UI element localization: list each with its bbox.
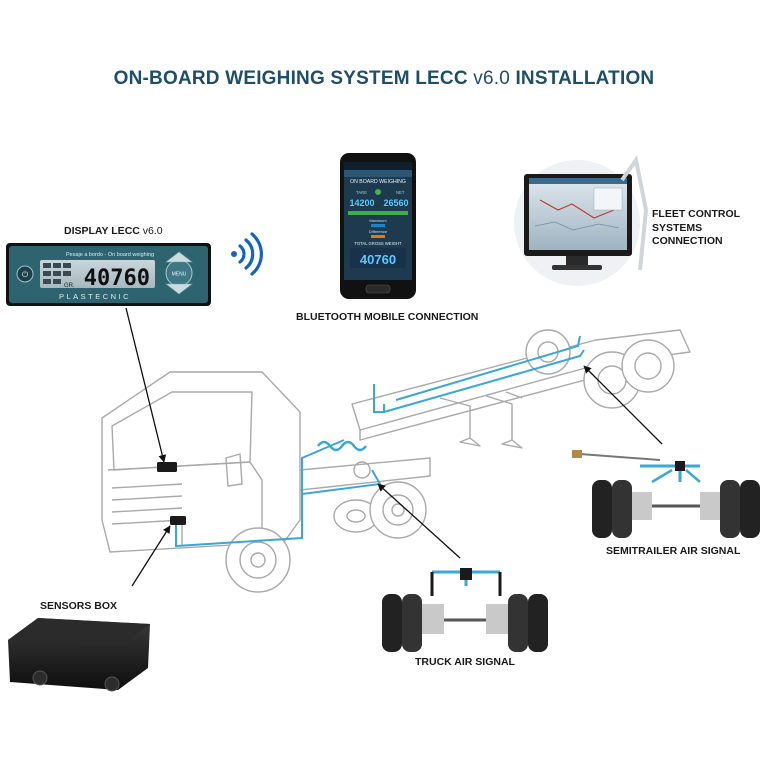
phone-net-label: NET bbox=[396, 190, 405, 195]
display-unit: GR. bbox=[64, 283, 75, 289]
wireless-signal-icon bbox=[231, 232, 263, 276]
phone-total-value: 40760 bbox=[360, 252, 396, 267]
sensors-box bbox=[8, 618, 150, 692]
pointer-arrows bbox=[125, 307, 663, 587]
sensor-connector bbox=[170, 516, 186, 525]
truck-axle-illustration bbox=[382, 568, 548, 652]
menu-button-label: MENU bbox=[172, 272, 187, 278]
truck-with-semitrailer bbox=[101, 329, 691, 593]
truck-air-signal-label: TRUCK AIR SIGNAL bbox=[415, 656, 515, 668]
fleet-monitor bbox=[514, 155, 649, 286]
page-title: ON-BOARD WEIGHING SYSTEM LECC v6.0 INSTA… bbox=[113, 68, 655, 89]
fleet-label-line2: SYSTEMS CONNECTION bbox=[652, 222, 723, 247]
sensors-box-label: SENSORS BOX bbox=[40, 600, 118, 612]
display-brand: PLASTECNIC bbox=[59, 292, 131, 301]
display-value: 40760 bbox=[84, 266, 150, 291]
phone-maximum-label: Maximum bbox=[369, 218, 387, 223]
semitrailer-axle-illustration bbox=[572, 450, 760, 538]
phone-tare-value: 14200 bbox=[349, 198, 374, 208]
cable-harness bbox=[175, 335, 585, 548]
phone-difference-label: Difference bbox=[369, 229, 388, 234]
display-header-text: Pesaje a bordo - On board weighing bbox=[66, 252, 154, 258]
fleet-label-line1: FLEET CONTROL bbox=[652, 208, 741, 220]
display-label: DISPLAY LECC v6.0 bbox=[64, 225, 163, 237]
display-mount bbox=[157, 462, 177, 472]
phone-net-value: 26560 bbox=[383, 198, 408, 208]
semitrailer-air-signal-label: SEMITRAILER AIR SIGNAL bbox=[606, 545, 741, 557]
power-icon: ⏻ bbox=[22, 270, 29, 279]
display-lecc-unit: Pesaje a bordo - On board weighing ⏻ 407… bbox=[6, 243, 211, 306]
phone-app-title: ON BOARD WEIGHING bbox=[350, 179, 406, 185]
arrow-down-icon bbox=[165, 283, 193, 295]
bluetooth-label: BLUETOOTH MOBILE CONNECTION bbox=[296, 311, 479, 323]
arrow-up-icon bbox=[165, 251, 193, 263]
phone-total-label: TOTAL GROSS WEIGHT bbox=[354, 241, 402, 246]
phone-tare-label: TARE bbox=[356, 190, 367, 195]
smartphone: ON BOARD WEIGHING TARE NET 14200 26560 M… bbox=[340, 153, 416, 299]
